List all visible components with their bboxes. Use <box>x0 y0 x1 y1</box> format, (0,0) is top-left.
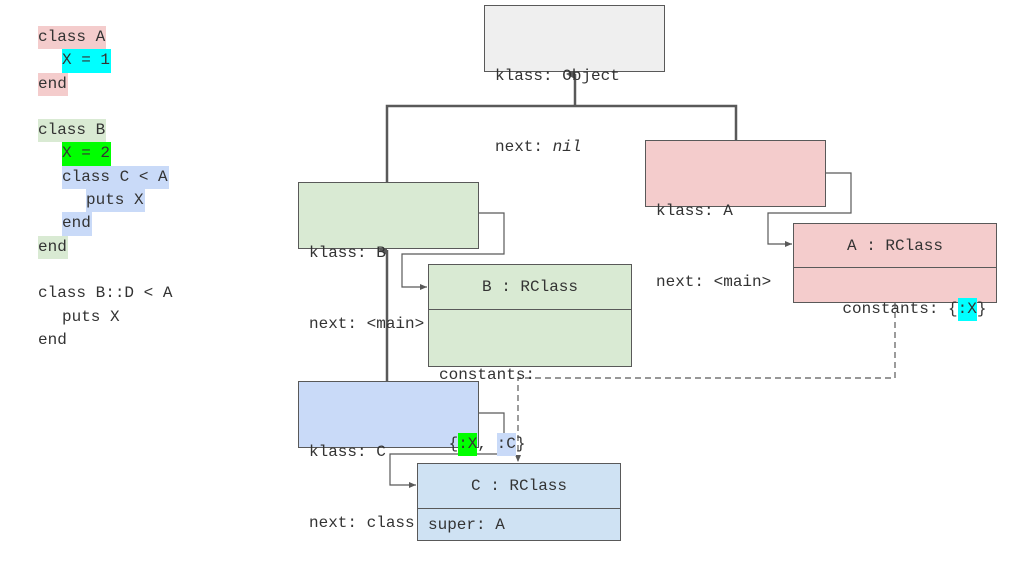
rclass-b-constants: constants: {:X, :C} <box>429 310 631 510</box>
code-line: end <box>38 330 67 349</box>
link-c-rclass <box>389 412 505 488</box>
rclass-c-super: super: A <box>428 516 505 534</box>
source-code: class A X = 1 end class B X = 2 class C … <box>38 26 172 352</box>
node-a: klass: A next: <main> <box>645 140 826 291</box>
a-klass: klass: A <box>656 202 733 220</box>
node-c: klass: C next: class B <box>298 381 479 532</box>
const-token-x: :X <box>957 298 977 321</box>
code-line: end <box>38 72 172 96</box>
rclass-b-title: B : RClass <box>429 265 631 310</box>
node-b: klass: B next: <main> <box>298 182 479 333</box>
object-next-value: nil <box>552 137 582 156</box>
code-line: puts X <box>62 307 120 326</box>
rclass-a-constants: constants: {:X} <box>794 268 996 352</box>
rclass-c: C : RClass super: A <box>417 463 621 541</box>
rclass-b: B : RClass constants: {:X, :C} <box>428 264 632 456</box>
object-klass: klass: Object <box>495 67 620 85</box>
node-object: klass: Object next: nil <box>484 5 665 156</box>
link-a-rclass <box>767 172 852 247</box>
super-link <box>515 302 896 462</box>
code-line: end <box>38 235 172 259</box>
const-token-c: :C <box>496 433 516 456</box>
code-line: puts X <box>38 189 172 213</box>
rclass-c-title: C : RClass <box>418 464 620 509</box>
c-klass: klass: C <box>309 443 386 461</box>
code-line: end <box>38 212 172 236</box>
code-line: class B::D < A <box>38 284 173 303</box>
const-token-x: :X <box>458 433 478 456</box>
rclass-a-title: A : RClass <box>794 224 996 268</box>
b-next: next: <main> <box>309 314 425 333</box>
b-klass: klass: B <box>309 244 386 262</box>
code-line: class C < A <box>38 165 172 190</box>
rclass-a: A : RClass constants: {:X} <box>793 223 997 321</box>
inherit-b-object <box>385 104 738 182</box>
object-next: next: nil <box>495 137 582 156</box>
code-line: class A <box>38 26 172 50</box>
code-line: X = 1 <box>38 49 172 73</box>
link-b-rclass <box>401 212 505 290</box>
code-line: X = 2 <box>38 142 172 166</box>
a-next: next: <main> <box>656 272 772 291</box>
code-line: class B <box>38 119 172 143</box>
